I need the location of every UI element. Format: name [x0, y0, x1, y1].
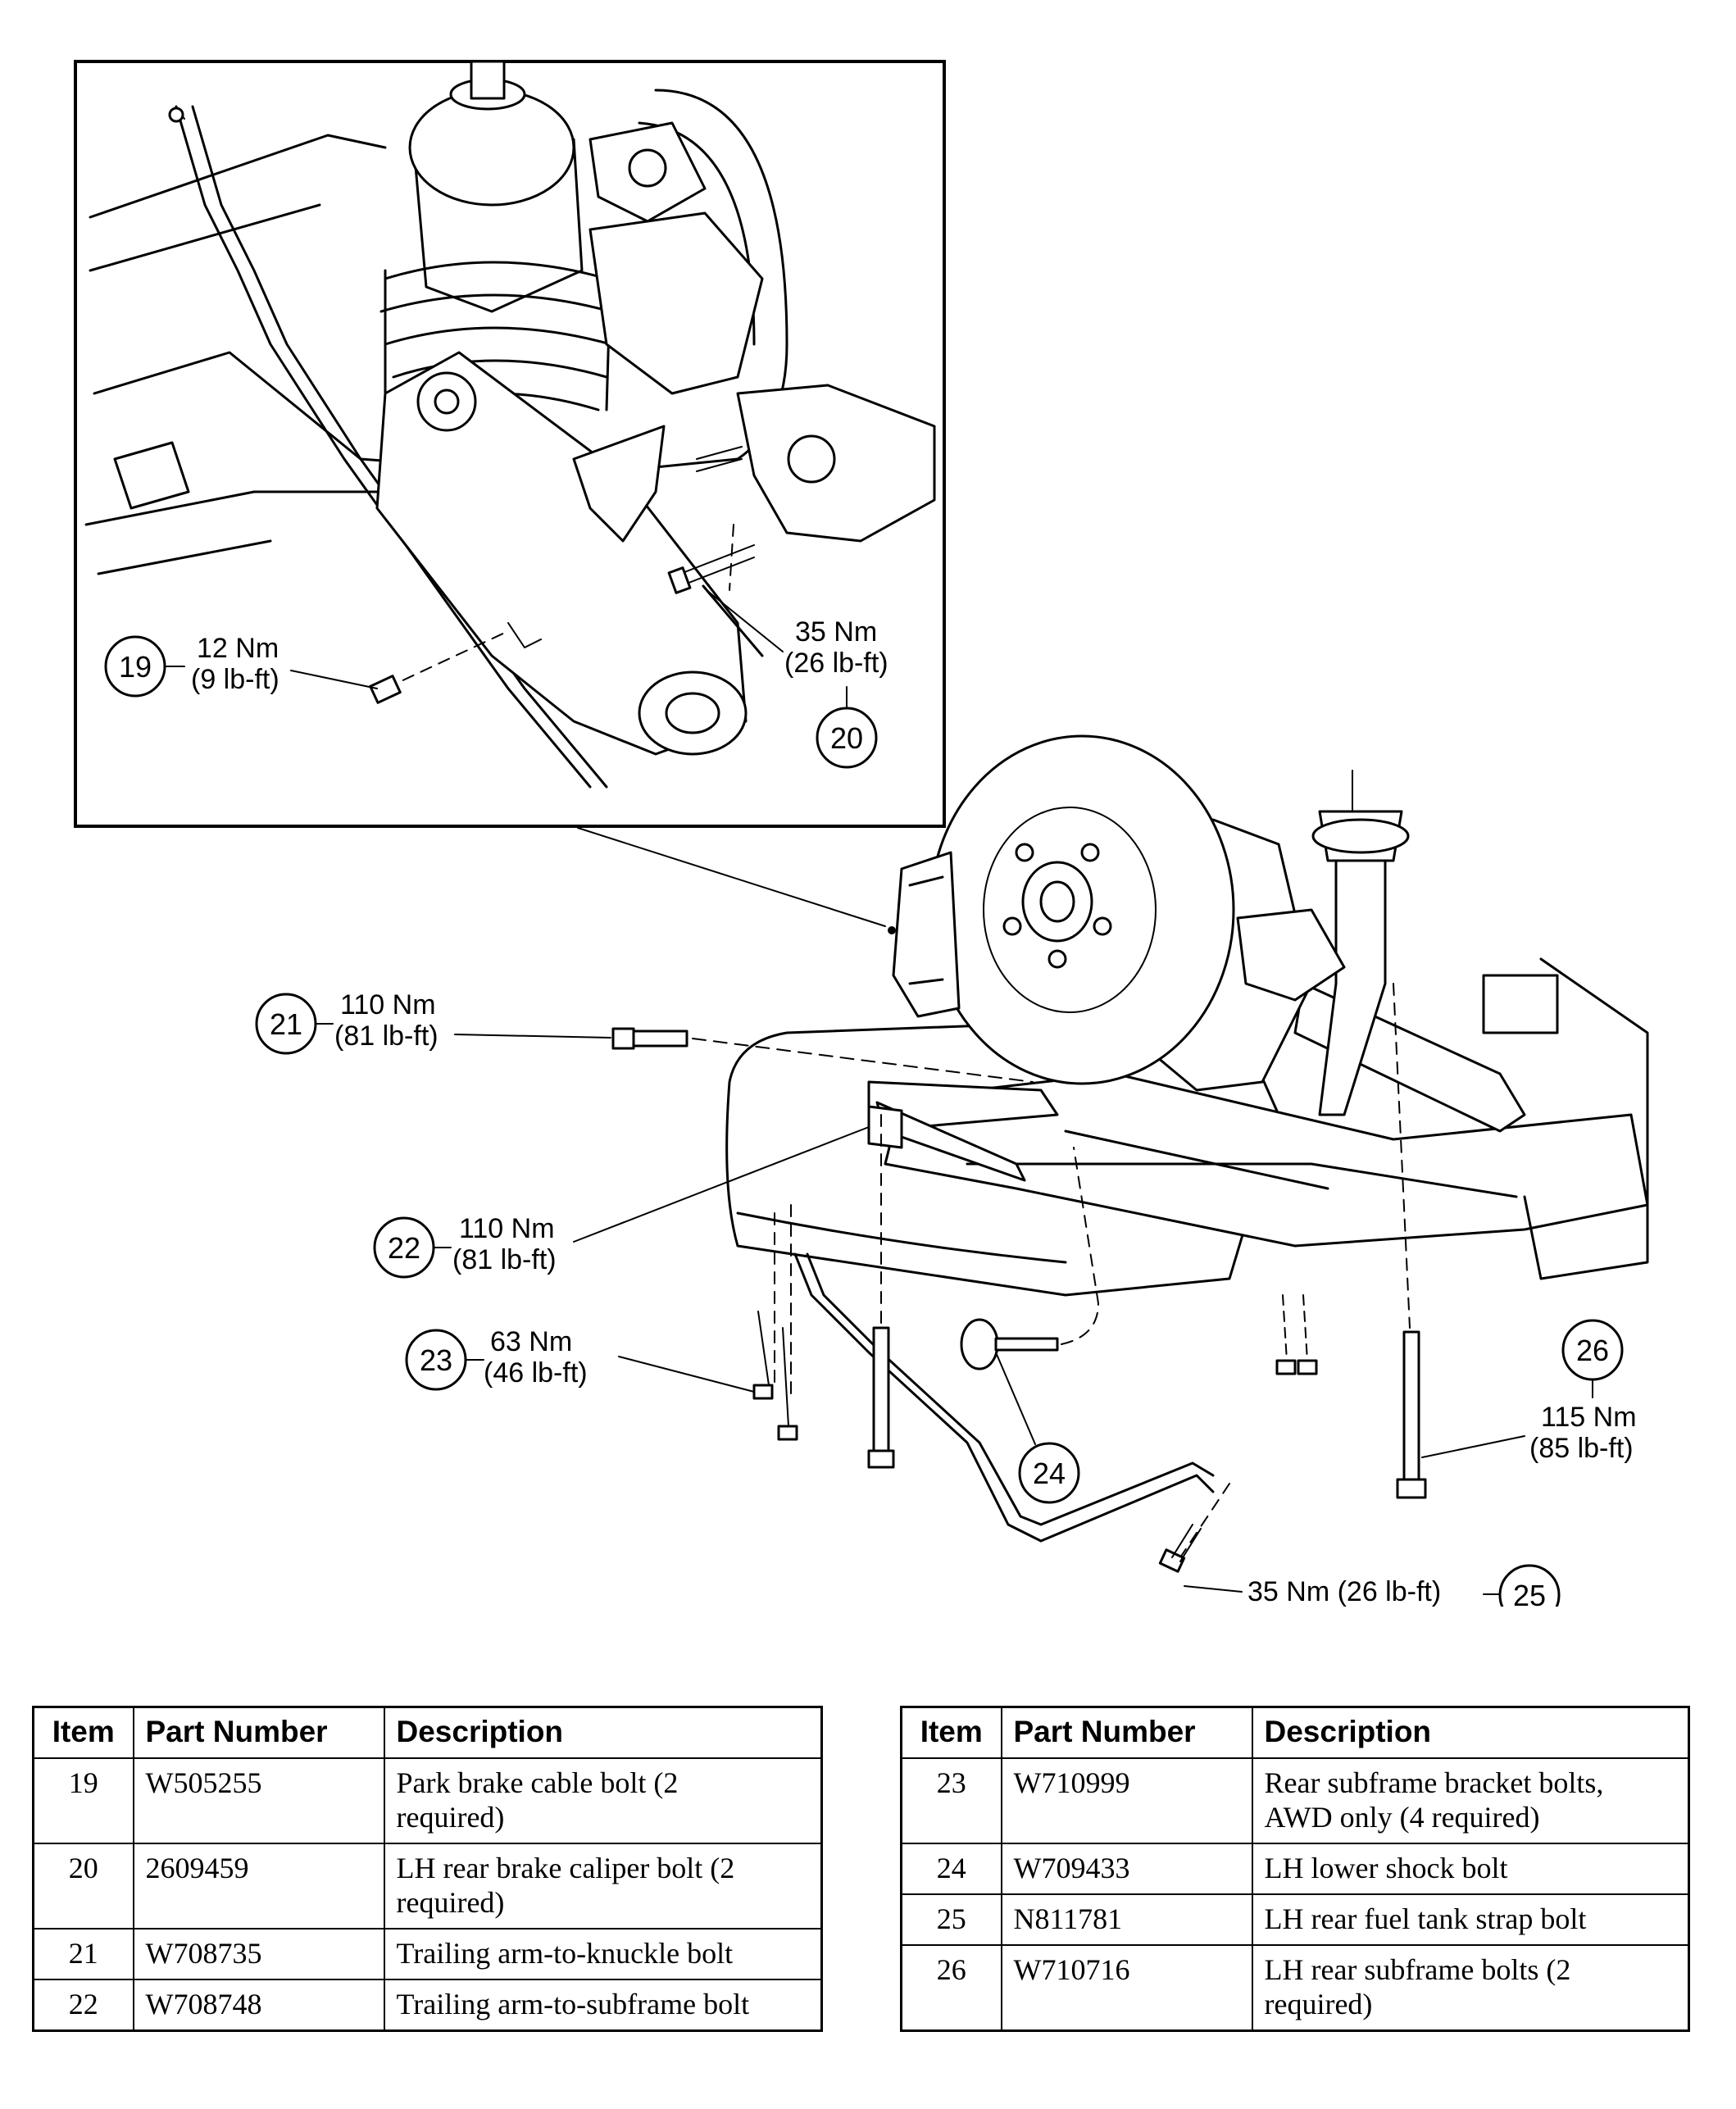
- callout-24-circle: [1018, 1442, 1080, 1504]
- cell-item: 25: [900, 1893, 1002, 1946]
- cell-item: 26: [900, 1944, 1002, 2032]
- table-row: 21 W708735 Trailing arm-to-knuckle bolt: [32, 1928, 823, 1980]
- callout-19-torque: 12 Nm: [197, 633, 279, 664]
- callout-23-torque-imperial: (46 lb-ft): [484, 1357, 588, 1389]
- table-row: 25 N811781 LH rear fuel tank strap bolt: [900, 1893, 1690, 1946]
- callout-19-number: 19: [119, 650, 152, 684]
- callout-22-torque: 110 Nm: [459, 1213, 555, 1244]
- callout-21-number: 21: [270, 1007, 302, 1041]
- callout-24-number: 24: [1033, 1457, 1066, 1490]
- cell-description: Trailing arm-to-knuckle bolt: [383, 1928, 823, 1980]
- table-header-row: Item Part Number Description: [32, 1706, 823, 1759]
- callout-22-torque-imperial: (81 lb-ft): [452, 1244, 557, 1275]
- cell-item: 22: [32, 1979, 134, 2032]
- cell-part-number: W505255: [132, 1757, 385, 1844]
- callout-25-circle: [1498, 1564, 1561, 1607]
- callout-23-torque: 63 Nm: [490, 1326, 572, 1357]
- exploded-view-diagram: 19 12 Nm (9 lb-ft) 35 Nm (26 lb-ft) 20 2…: [74, 60, 1649, 1607]
- cell-item: 20: [32, 1843, 134, 1929]
- header-item: Item: [900, 1706, 1002, 1759]
- header-part-number: Part Number: [1000, 1706, 1253, 1759]
- main-assembly-drawing: [611, 734, 1649, 1573]
- callout-20-torque-imperial: (26 lb-ft): [784, 648, 888, 679]
- cell-item: 24: [900, 1843, 1002, 1895]
- header-item: Item: [32, 1706, 134, 1759]
- table-row: 23 W710999 Rear subframe bracket bolts,A…: [900, 1757, 1690, 1844]
- table-header-row: Item Part Number Description: [900, 1706, 1690, 1759]
- cell-item: 23: [900, 1757, 1002, 1844]
- inset-leader-dot: [888, 926, 896, 934]
- callout-26-number: 26: [1576, 1334, 1609, 1367]
- callout-21-torque-imperial: (81 lb-ft): [334, 1020, 439, 1052]
- cell-description: LH lower shock bolt: [1251, 1843, 1690, 1895]
- callout-19-torque-imperial: (9 lb-ft): [191, 664, 279, 695]
- cell-part-number: W710999: [1000, 1757, 1253, 1844]
- cell-part-number: W708748: [132, 1979, 385, 2032]
- callout-25-torque: 35 Nm (26 lb-ft): [1247, 1576, 1441, 1607]
- cell-part-number: W708735: [132, 1928, 385, 1980]
- header-description: Description: [1251, 1706, 1690, 1759]
- cell-item: 19: [32, 1757, 134, 1844]
- cell-part-number: N811781: [1000, 1893, 1253, 1946]
- inset-leader-line: [577, 827, 886, 927]
- callout-22-number: 22: [388, 1231, 420, 1265]
- cell-item: 21: [32, 1928, 134, 1980]
- table-row: 20 2609459 LH rear brake caliper bolt (2…: [32, 1843, 823, 1929]
- header-description: Description: [383, 1706, 823, 1759]
- cell-part-number: 2609459: [132, 1843, 385, 1929]
- callout-25-number: 25: [1513, 1579, 1546, 1607]
- callout-26-torque: 115 Nm: [1541, 1402, 1637, 1433]
- table-row: 22 W708748 Trailing arm-to-subframe bolt: [32, 1979, 823, 2032]
- callout-20-torque: 35 Nm: [795, 616, 877, 648]
- callout-20-number: 20: [830, 721, 863, 755]
- cell-description: LH rear fuel tank strap bolt: [1251, 1893, 1690, 1946]
- cell-part-number: W710716: [1000, 1944, 1253, 2032]
- callout-23-number: 23: [420, 1343, 452, 1377]
- callout-21-torque: 110 Nm: [340, 989, 436, 1020]
- table-row: 24 W709433 LH lower shock bolt: [900, 1843, 1690, 1895]
- detail-inset-drawing: [84, 60, 936, 789]
- callout-26-torque-imperial: (85 lb-ft): [1529, 1433, 1634, 1464]
- parts-table-right: Item Part Number Description 23 W710999 …: [900, 1706, 1690, 2032]
- cell-description: Rear subframe bracket bolts,AWD only (4 …: [1251, 1757, 1690, 1844]
- header-part-number: Part Number: [132, 1706, 385, 1759]
- parts-table-left: Item Part Number Description 19 W505255 …: [32, 1706, 823, 2032]
- cell-part-number: W709433: [1000, 1843, 1253, 1895]
- cell-description: Trailing arm-to-subframe bolt: [383, 1979, 823, 2032]
